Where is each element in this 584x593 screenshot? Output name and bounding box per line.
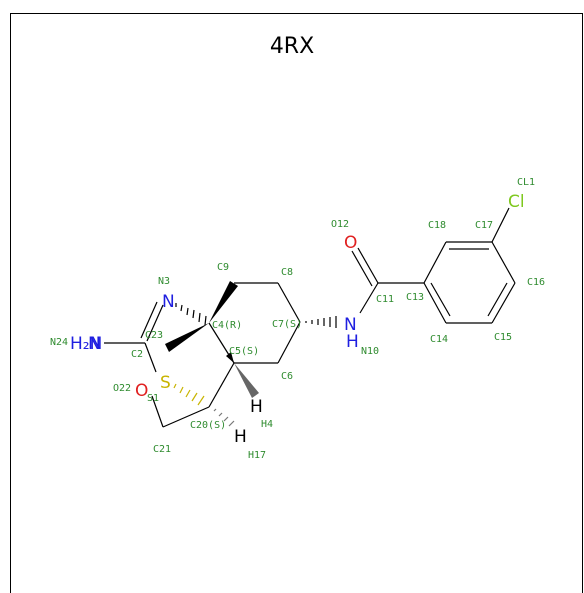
atom-o12: O	[344, 233, 357, 253]
bond-c17-cl	[491, 207, 510, 243]
label-c7: C7(S)	[272, 319, 302, 330]
label-n10: N10	[361, 346, 379, 357]
bond-n10-c11	[359, 282, 379, 314]
bond-c20-h17-hashed	[213, 408, 235, 427]
label-n3: N3	[158, 276, 170, 287]
label-o12: O12	[331, 219, 349, 230]
label-c14: C14	[430, 334, 448, 345]
label-n24: N24	[50, 337, 68, 348]
label-c15: C15	[494, 332, 512, 343]
bond-c13-c18	[423, 241, 447, 284]
label-h17: H17	[248, 450, 266, 461]
label-c5: C5(S)	[229, 346, 259, 357]
bond-aromatic-3	[430, 282, 451, 317]
bond-c7-n10-hashed	[305, 316, 337, 328]
bond-c8-c7	[277, 282, 301, 323]
label-s1: S1	[147, 393, 159, 404]
bond-o-c21	[151, 395, 164, 428]
bond-c21-c20	[162, 406, 210, 428]
label-c13: C13	[406, 292, 424, 303]
label-c18: C18	[428, 220, 446, 231]
label-c11: C11	[376, 294, 394, 305]
label-c21: C21	[153, 444, 171, 455]
bond-s-c20-hashed	[173, 383, 205, 406]
bond-c4-c23-wedge	[165, 323, 209, 352]
label-c2: C2	[131, 349, 143, 360]
label-h4: H4	[261, 419, 273, 430]
bond-c5-bold	[226, 352, 234, 363]
atom-cl: Cl	[508, 192, 525, 212]
atom-o: O	[135, 381, 148, 401]
label-c4: C4(R)	[212, 320, 242, 331]
bond-n3-c4-hashed	[175, 303, 207, 326]
atom-h-c5: H	[250, 397, 263, 417]
label-c8: C8	[281, 267, 293, 278]
bond-c2-s	[144, 342, 157, 373]
bond-c11-o12-a	[357, 247, 379, 284]
atom-n3: N	[162, 292, 175, 312]
label-c20: C20(S)	[190, 420, 226, 431]
atom-symbols: H₂N N N O S H H N H O Cl	[70, 192, 525, 447]
label-c16: C16	[527, 277, 545, 288]
bond-c20-c5	[208, 362, 235, 408]
bond-c5-h4-wedge	[234, 363, 259, 398]
label-c17: C17	[475, 220, 493, 231]
bond-c2-n3-b	[140, 301, 158, 339]
bond-c16-c15	[491, 282, 516, 324]
atom-nh2-n: N	[88, 334, 101, 354]
atom-labels: N24 N3 C9 C8 C23 C4(R) C7(S) C5(S) C2 O2…	[50, 177, 545, 461]
bond-c14-c13	[423, 282, 447, 324]
bond-c17-c16	[491, 241, 516, 284]
bond-c7-c6	[277, 321, 301, 364]
label-c9: C9	[217, 262, 229, 273]
atom-nh2: H₂N	[70, 334, 102, 354]
atom-s: S	[160, 373, 171, 393]
label-cl1: CL1	[517, 177, 535, 188]
bond-c4-c9-wedge	[209, 281, 238, 323]
atom-n10-h: H	[346, 332, 359, 352]
label-c6: C6	[281, 371, 293, 382]
atom-h-c20: H	[234, 427, 247, 447]
label-c23: C23	[145, 330, 163, 341]
atom-n10: N	[344, 315, 357, 335]
structure-title: 4RX	[269, 34, 315, 59]
bond-c2-n3-a	[146, 304, 164, 342]
structure-panel	[10, 13, 583, 593]
bond-aromatic-2	[487, 282, 508, 317]
bond-c11-o12-b	[351, 250, 373, 287]
label-o22: O22	[113, 383, 131, 394]
bonds	[104, 207, 516, 428]
